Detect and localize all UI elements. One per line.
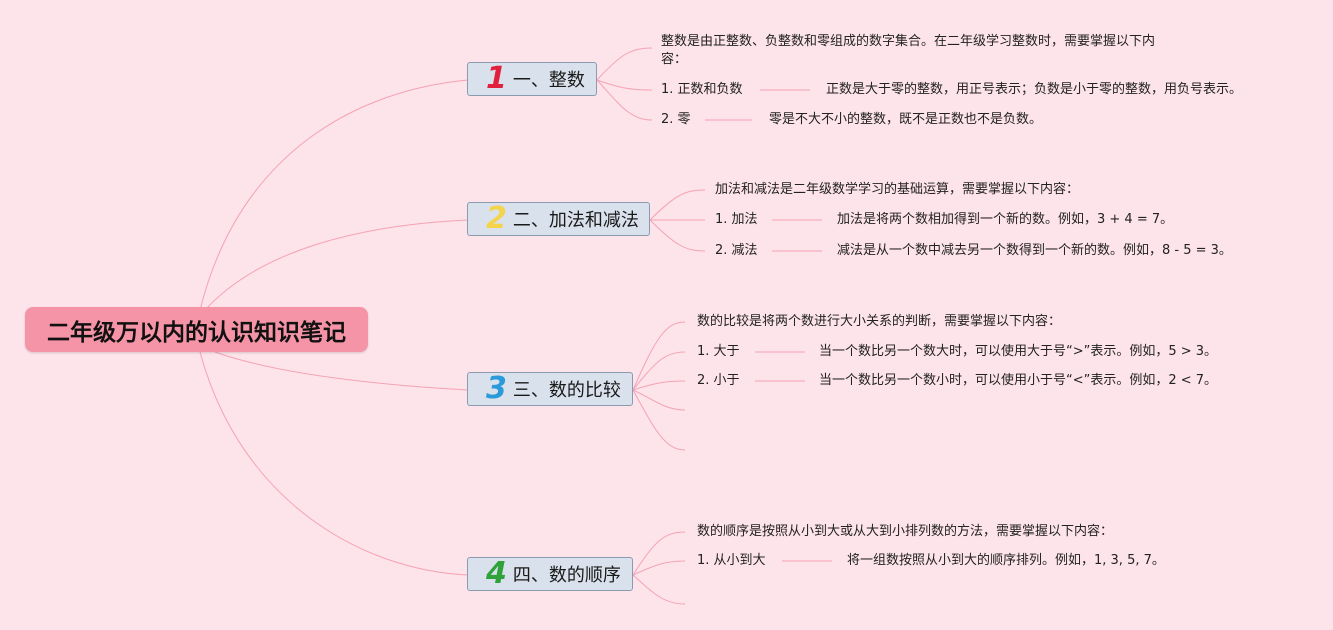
- branch-intro: 数的顺序是按照从小到大或从大到小排列数的方法，需要掌握以下内容：: [697, 524, 1114, 539]
- branch-topic-ordering[interactable]: 4 四、数的顺序: [467, 557, 633, 591]
- item-label[interactable]: 1. 大于: [697, 344, 740, 359]
- link-root-b3: [214, 351, 469, 391]
- branch-topic-comparison[interactable]: 3 三、数的比较: [467, 372, 633, 406]
- item-description: 正数是大于零的整数，用正号表示；负数是小于零的整数，用负号表示。: [826, 82, 1243, 97]
- branch-intro: 整数是由正整数、负整数和零组成的数字集合。在二年级学习整数时，需要掌握以下内容：: [661, 34, 1156, 67]
- item-description: 当一个数比另一个数大时，可以使用大于号“>”表示。例如，5 > 3。: [819, 344, 1218, 359]
- item-label[interactable]: 1. 加法: [715, 212, 758, 227]
- branch-topic-integers[interactable]: 1 一、整数: [467, 62, 597, 96]
- item-description: 加法是将两个数相加得到一个新的数。例如，3 + 4 = 7。: [837, 212, 1174, 227]
- item-description: 零是不大不小的整数，既不是正数也不是负数。: [769, 112, 1043, 127]
- item-description: 减法是从一个数中减去另一个数得到一个新的数。例如，8 - 5 = 3。: [837, 243, 1232, 258]
- branch-title: 二、加法和减法: [512, 210, 639, 231]
- branch-title: 四、数的顺序: [512, 565, 621, 586]
- number-three-icon: 3: [486, 371, 507, 406]
- item-label[interactable]: 2. 减法: [715, 243, 758, 258]
- item-description: 将一组数按照从小到大的顺序排列。例如，1, 3, 5, 7。: [847, 553, 1165, 568]
- item-description: 当一个数比另一个数小时，可以使用小于号“<”表示。例如，2 < 7。: [819, 373, 1218, 388]
- item-label[interactable]: 2. 零: [661, 112, 691, 127]
- item-label[interactable]: 2. 小于: [697, 373, 740, 388]
- branch-title: 一、整数: [512, 70, 585, 91]
- item-label[interactable]: 1. 从小到大: [697, 553, 766, 568]
- root-topic[interactable]: 二年级万以内的认识知识笔记: [25, 307, 368, 352]
- link-root-b1: [199, 79, 469, 311]
- number-four-icon: 4: [486, 556, 507, 591]
- root-title: 二年级万以内的认识知识笔记: [47, 319, 346, 346]
- branch-intro: 数的比较是将两个数进行大小关系的判断，需要掌握以下内容：: [697, 314, 1062, 329]
- link-root-b4: [199, 351, 469, 576]
- number-one-icon: 1: [486, 61, 507, 96]
- link-root-b2: [204, 219, 469, 311]
- number-two-icon: 2: [486, 201, 507, 236]
- branch-intro: 加法和减法是二年级数学学习的基础运算，需要掌握以下内容：: [715, 182, 1080, 197]
- item-label[interactable]: 1. 正数和负数: [661, 82, 743, 97]
- branch-title: 三、数的比较: [512, 380, 621, 401]
- branch-topic-addition-subtraction[interactable]: 2 二、加法和减法: [467, 202, 650, 236]
